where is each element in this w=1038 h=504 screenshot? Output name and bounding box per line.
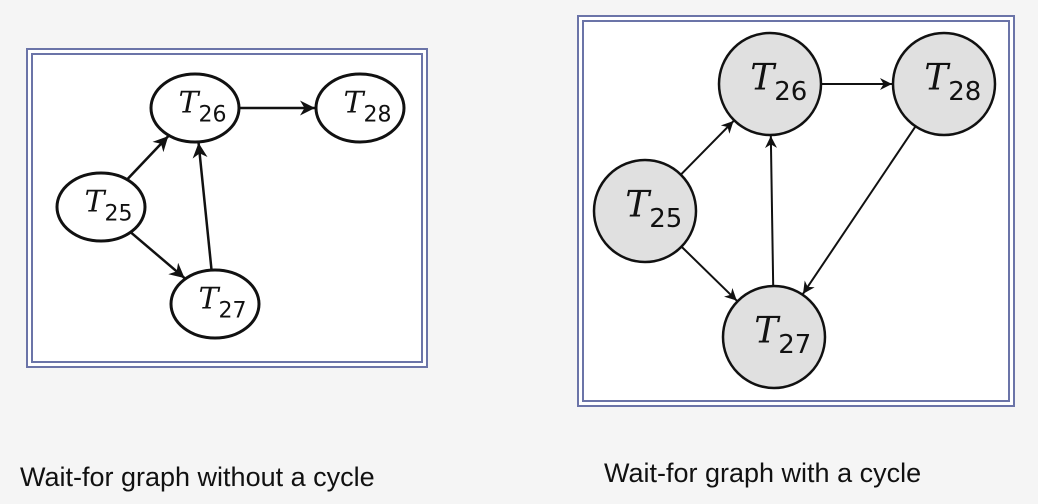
node-t28-circle: [314, 72, 406, 144]
node-t25-circle: [55, 171, 147, 243]
node-t26-circle: [149, 72, 241, 144]
node-t28: T28: [314, 72, 406, 144]
node-t28-circle: [891, 31, 997, 137]
edge-t25-to-t27: [680, 245, 738, 302]
caption-without-cycle: Wait-for graph without a cycle: [20, 462, 375, 492]
caption-with-cycle: Wait-for graph with a cycle: [604, 458, 922, 488]
node-t25: T25: [55, 171, 147, 243]
node-t28-label: T28: [344, 86, 392, 128]
node-t25: T25: [592, 158, 698, 264]
node-t28: T28: [891, 31, 997, 137]
node-t25-label: T25: [625, 184, 682, 234]
node-t27-label: T27: [199, 282, 247, 324]
edge-t27-to-t26: [192, 142, 213, 271]
node-t26-label: T26: [179, 86, 227, 128]
edge-t25-to-t27: [129, 231, 186, 280]
node-t26-circle: [717, 31, 823, 137]
node-t25-label: T25: [85, 185, 133, 227]
node-t27-circle: [169, 268, 261, 340]
node-t27: T27: [169, 268, 261, 340]
edge-t27-to-t26: [765, 135, 778, 287]
node-t28-label: T28: [924, 57, 981, 107]
node-t27: T27: [721, 284, 827, 390]
node-t26: T26: [149, 72, 241, 144]
edge-t25-to-t26: [126, 135, 170, 181]
edge-t28-to-t27: [802, 125, 917, 295]
node-t26: T26: [717, 31, 823, 137]
edge-t25-to-t26: [680, 120, 735, 176]
node-t25-circle: [592, 158, 698, 264]
node-t27-circle: [721, 284, 827, 390]
node-t26-label: T26: [750, 57, 807, 107]
node-t27-label: T27: [754, 310, 811, 360]
